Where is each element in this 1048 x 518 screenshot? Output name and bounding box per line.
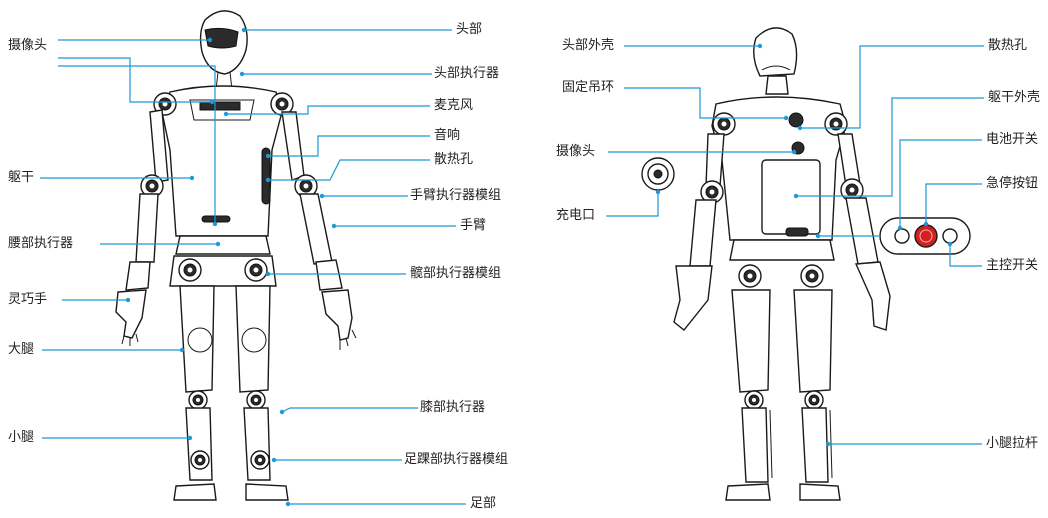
label-lifting-ring: 固定吊环	[562, 80, 615, 95]
label-head: 头部	[456, 22, 483, 37]
label-camera: 摄像头	[8, 38, 48, 53]
back-head	[753, 27, 798, 77]
switch-panel	[879, 217, 971, 255]
label-shank-pull-rod: 小腿拉杆	[986, 436, 1039, 451]
front-visor	[204, 27, 239, 49]
label-hip-actuator-module: 髋部执行器模组	[410, 266, 502, 281]
label-charging-port: 充电口	[556, 208, 596, 223]
main-switch-icon	[942, 228, 958, 244]
label-main-switch: 主控开关	[986, 258, 1039, 273]
label-knee-actuator: 膝部执行器	[420, 400, 486, 415]
label-battery-switch: 电池开关	[986, 132, 1039, 147]
label-head-actuator: 头部执行器	[434, 66, 500, 81]
label-head-shell: 头部外壳	[562, 38, 615, 53]
front-robot	[115, 10, 357, 501]
label-shank: 小腿	[8, 430, 35, 445]
label-dexterous-hand: 灵巧手	[8, 292, 48, 307]
label-foot: 足部	[470, 496, 497, 511]
label-emergency-stop: 急停按钮	[986, 176, 1039, 191]
label-back-camera: 摄像头	[556, 144, 596, 159]
front-leaders-left	[40, 37, 221, 441]
front-left-hand	[115, 289, 147, 339]
label-back-vent: 散热孔	[988, 38, 1028, 53]
battery-switch-icon	[894, 228, 910, 244]
emergency-stop-icon	[914, 224, 938, 248]
label-torso: 躯干	[8, 170, 35, 185]
label-thigh: 大腿	[8, 342, 35, 357]
label-arm: 手臂	[460, 218, 487, 233]
label-speaker: 音响	[434, 128, 461, 143]
label-waist-actuator: 腰部执行器	[8, 236, 74, 251]
back-leaders	[606, 43, 984, 447]
label-ankle-actuator-module: 足踝部执行器模组	[404, 452, 509, 467]
back-robot	[673, 27, 891, 501]
front-right-hand	[321, 289, 353, 341]
label-vent: 散热孔	[434, 152, 474, 167]
front-leaders-right	[223, 27, 466, 507]
label-torso-shell: 躯干外壳	[988, 90, 1041, 105]
charging-port-icon	[641, 157, 675, 191]
label-arm-actuator-module: 手臂执行器模组	[410, 188, 502, 203]
label-microphone: 麦克风	[434, 98, 474, 113]
